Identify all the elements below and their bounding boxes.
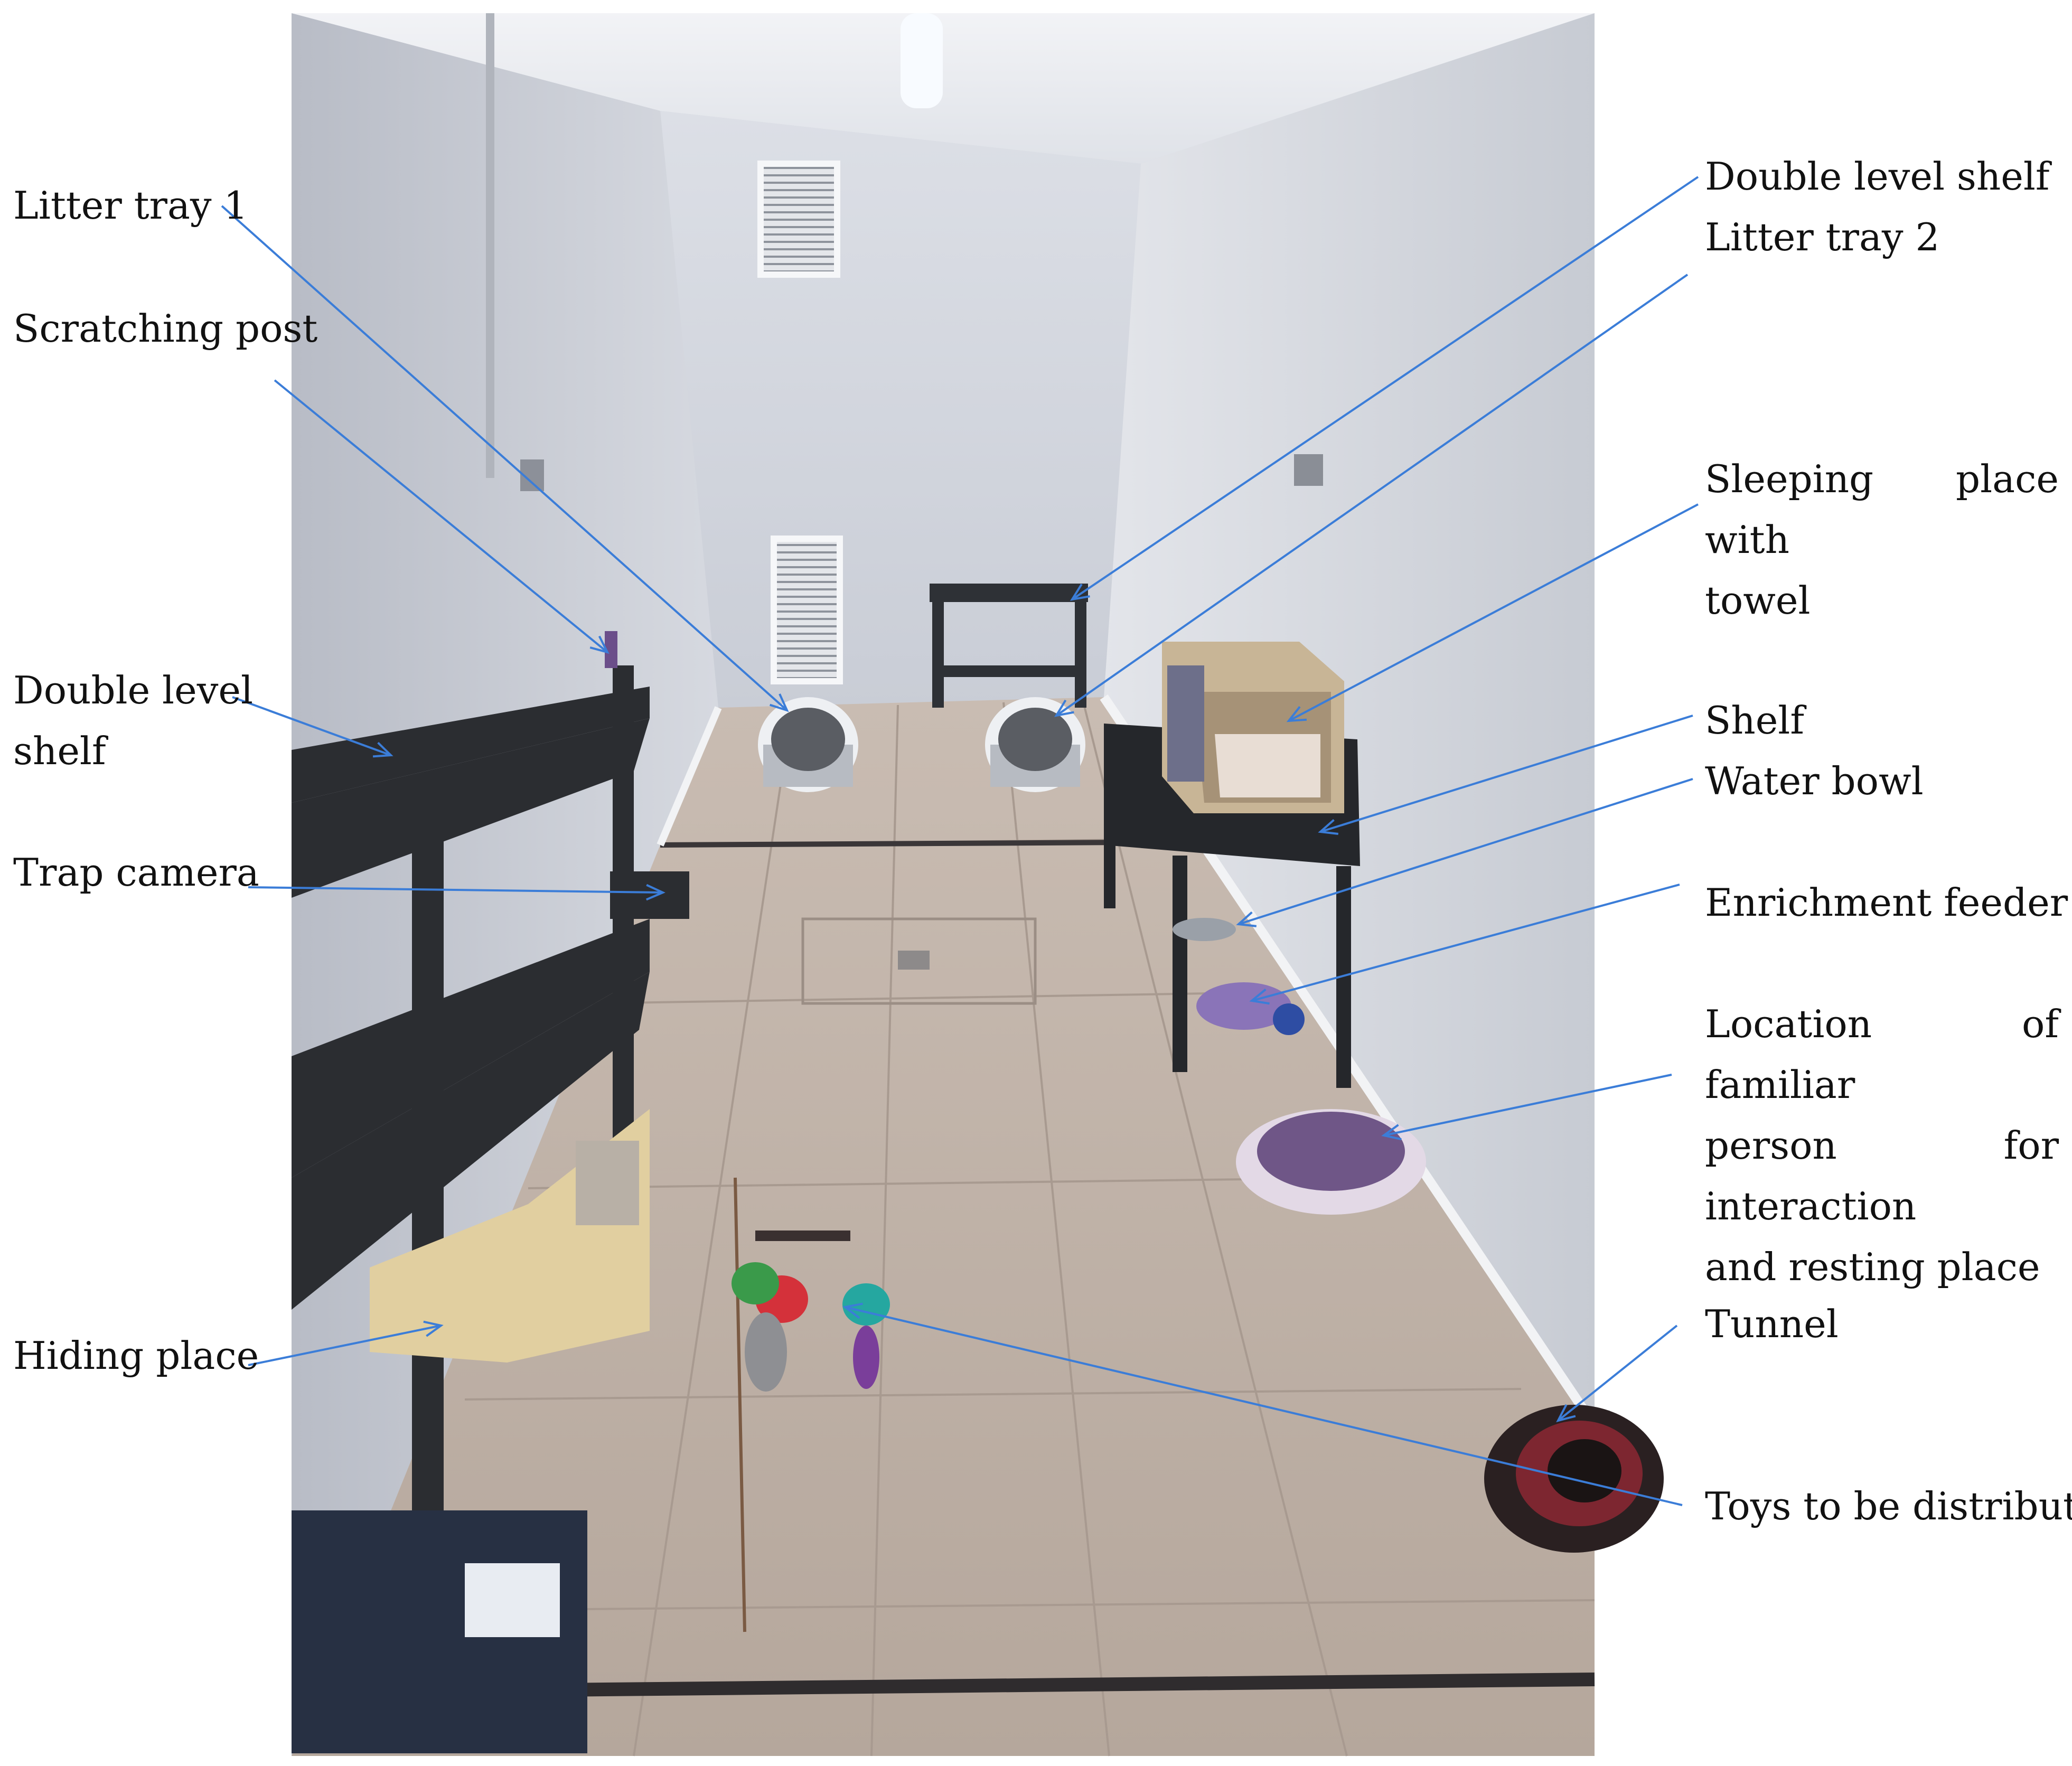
leader-scratching-post: [274, 379, 610, 654]
label-familiar-person-line1: Location of familiar: [1705, 1002, 2059, 1107]
label-scratching-post: Scratching post: [13, 306, 318, 351]
label-water-bowl: Water bowl: [1705, 759, 1924, 803]
leader-litter-tray-2-arrowhead: [1054, 699, 1074, 717]
label-double-level-shelf-right: Double level shelf: [1705, 154, 2050, 199]
label-sleeping-place-line1: Sleeping place with: [1705, 457, 2059, 562]
leader-familiar-person: [1381, 1074, 1672, 1141]
label-litter-tray-1: Litter tray 1: [13, 183, 248, 228]
leader-tunnel-arrowhead: [1556, 1404, 1576, 1423]
leader-hiding-place: [248, 1320, 444, 1366]
leader-double-shelf-right-arrowhead: [1070, 584, 1090, 601]
label-sleeping-place: Sleeping place with towel: [1705, 449, 2059, 631]
label-familiar-person-line2: person for interaction: [1705, 1123, 2059, 1228]
leader-double-shelf-left: [232, 696, 393, 758]
leader-hiding-place-arrowhead: [423, 1320, 444, 1337]
leader-sleeping-place-arrowhead: [1286, 706, 1307, 722]
label-enrichment-feeder: Enrichment feeder: [1705, 880, 2068, 925]
label-toys: Toys to be distributed: [1705, 1484, 2072, 1528]
leader-trap-camera: [248, 884, 665, 901]
leader-familiar-person-arrowhead: [1381, 1124, 1402, 1141]
label-familiar-person-line3: and resting place: [1705, 1245, 2040, 1289]
label-shelf: Shelf: [1705, 698, 1804, 743]
leader-toys-arrowhead: [842, 1302, 863, 1319]
label-double-level-shelf-left-line1: Double level: [13, 668, 254, 712]
leader-shelf-arrowhead: [1318, 819, 1338, 835]
leader-enrichment-feeder-arrowhead: [1249, 988, 1270, 1005]
leader-toys: [842, 1302, 1683, 1506]
leader-double-shelf-left-arrowhead: [372, 741, 393, 758]
label-double-level-shelf-left: Double level shelf: [13, 660, 253, 782]
label-hiding-place: Hiding place: [13, 1333, 259, 1378]
label-familiar-person: Location of familiar person for interact…: [1705, 994, 2059, 1298]
leader-litter-tray-2: [1054, 274, 1689, 717]
leader-enrichment-feeder: [1249, 884, 1680, 1005]
leader-double-shelf-right: [1070, 176, 1699, 601]
label-trap-camera: Trap camera: [13, 850, 259, 895]
label-sleeping-place-line2: towel: [1705, 578, 1811, 623]
label-double-level-shelf-left-line2: shelf: [13, 729, 106, 773]
label-tunnel: Tunnel: [1705, 1302, 1839, 1346]
leader-sleeping-place: [1286, 503, 1699, 722]
leader-scratching-post-arrowhead: [589, 635, 610, 654]
leader-litter-tray-1: [221, 205, 789, 712]
leader-tunnel: [1556, 1324, 1678, 1423]
leader-trap-camera-arrowhead: [645, 884, 665, 901]
leader-water-bowl-arrowhead: [1236, 911, 1257, 927]
label-litter-tray-2: Litter tray 2: [1705, 215, 1940, 259]
leader-shelf: [1318, 715, 1693, 835]
leader-water-bowl: [1236, 778, 1693, 927]
leader-litter-tray-1-arrowhead: [769, 693, 789, 712]
